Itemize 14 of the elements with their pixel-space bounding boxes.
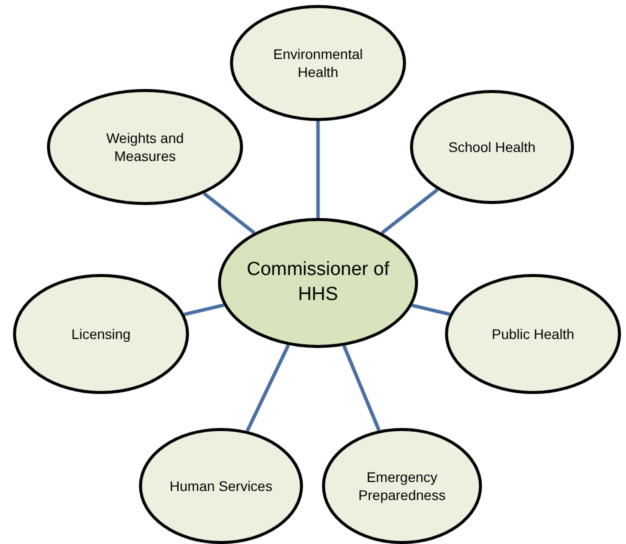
connector-line (184, 303, 224, 316)
node-label: Public Health (490, 324, 576, 344)
connector-line (412, 304, 450, 316)
node-label: Commissioner of HHS (246, 258, 390, 307)
node-label: Emergency Preparedness (357, 468, 447, 504)
node-label: School Health (447, 138, 537, 156)
connector-line (202, 192, 256, 234)
node-label: Environmental Health (272, 44, 364, 82)
node-label: Human Services (168, 476, 274, 496)
connector-line (316, 121, 320, 218)
node-label: Weights and Measures (105, 128, 185, 166)
connector-line (380, 188, 439, 234)
node-label: Licensing (70, 324, 132, 344)
connector-line (342, 345, 381, 432)
